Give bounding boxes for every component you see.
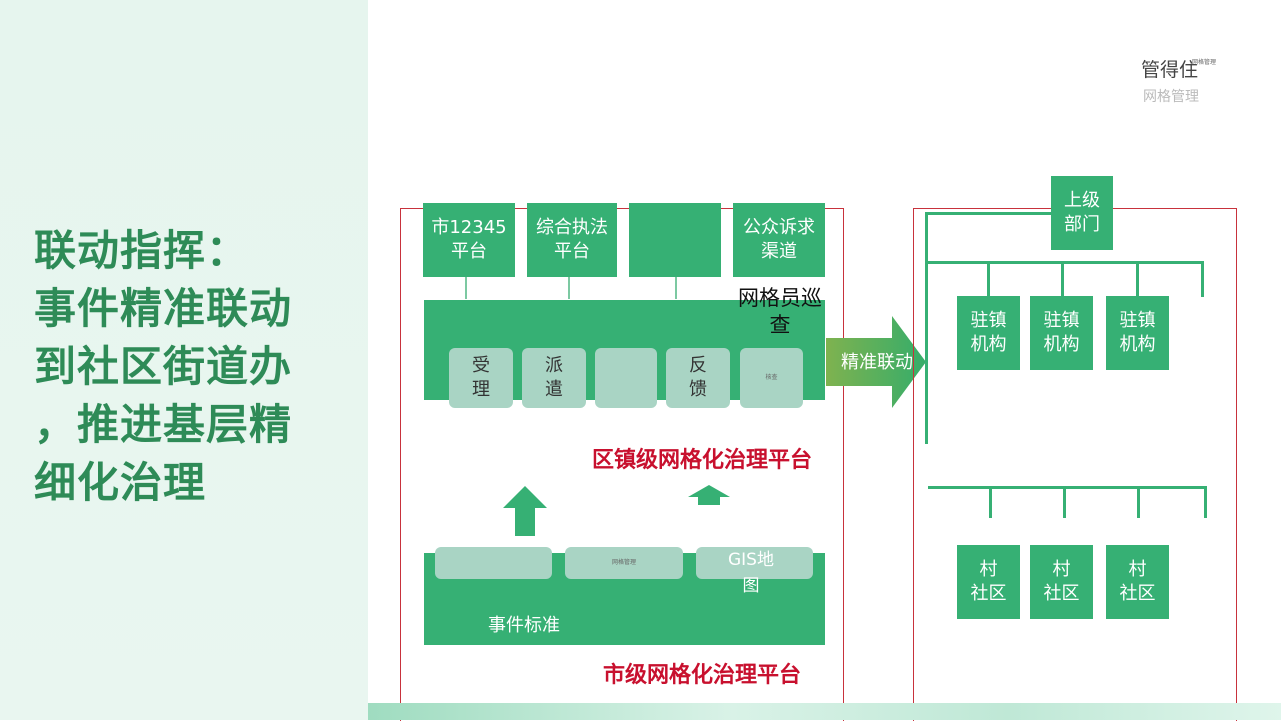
source-box-12345: 市12345 平台 bbox=[423, 203, 515, 277]
city-box-blank bbox=[435, 547, 552, 579]
step-verify: 核查 bbox=[740, 348, 803, 408]
village-community-box: 村 社区 bbox=[1106, 545, 1169, 619]
left-panel bbox=[0, 0, 368, 720]
city-box-gis: GIS地 图 bbox=[696, 547, 813, 596]
connector-line bbox=[925, 212, 928, 444]
connector-line bbox=[1204, 486, 1207, 518]
bottom-band bbox=[368, 703, 1281, 720]
connector-line bbox=[1137, 486, 1140, 518]
up-arrow-icon bbox=[503, 486, 547, 536]
step-blank bbox=[595, 348, 657, 408]
step-feedback: 反 馈 bbox=[666, 348, 730, 408]
patrol-label: 网格员巡 查 bbox=[738, 286, 822, 337]
district-platform-title: 区镇级网格化治理平台 bbox=[592, 448, 813, 473]
village-community-box: 村 社区 bbox=[957, 545, 1020, 619]
connector-line bbox=[675, 277, 677, 299]
connector-line bbox=[927, 261, 1204, 264]
superior-dept-box: 上级 部门 bbox=[1051, 176, 1113, 250]
event-standard-label: 事件标准 bbox=[488, 615, 560, 636]
town-org-box: 驻镇 机构 bbox=[957, 296, 1020, 370]
connector-line bbox=[1063, 486, 1066, 518]
town-org-box: 驻镇 机构 bbox=[1106, 296, 1169, 370]
right-diagram-frame bbox=[913, 208, 1237, 721]
title-superscript: 网格管理 bbox=[1192, 59, 1217, 66]
connector-line bbox=[928, 486, 1206, 489]
source-box-blank bbox=[629, 203, 721, 277]
step-accept: 受 理 bbox=[449, 348, 513, 408]
connector-line bbox=[1061, 261, 1064, 297]
title-sub: 网格管理 bbox=[1143, 89, 1199, 105]
link-arrow-label: 精准联动 bbox=[841, 352, 913, 373]
connector-line bbox=[465, 277, 467, 299]
left-diagram-frame bbox=[400, 208, 844, 721]
connector-line bbox=[1201, 261, 1204, 297]
connector-line bbox=[1136, 261, 1139, 297]
connector-line bbox=[987, 261, 990, 297]
headline: 联动指挥： 事件精准联动 到社区街道办 ，推进基层精 细化治理 bbox=[34, 226, 293, 507]
title-main: 管得住 bbox=[1141, 59, 1199, 81]
village-community-box: 村 社区 bbox=[1030, 545, 1093, 619]
city-box-grid-management: 网格管理 bbox=[565, 547, 683, 579]
source-box-public-appeal: 公众诉求 渠道 bbox=[733, 203, 825, 277]
connector-line bbox=[989, 486, 992, 518]
connector-line bbox=[568, 277, 570, 299]
town-org-box: 驻镇 机构 bbox=[1030, 296, 1093, 370]
up-arrow-icon bbox=[688, 485, 730, 505]
step-dispatch: 派 遣 bbox=[522, 348, 586, 408]
right-arrow-icon bbox=[826, 316, 926, 408]
connector-line bbox=[927, 212, 1051, 215]
source-box-law-enforcement: 综合执法 平台 bbox=[527, 203, 617, 277]
city-platform-title: 市级网格化治理平台 bbox=[603, 663, 802, 688]
